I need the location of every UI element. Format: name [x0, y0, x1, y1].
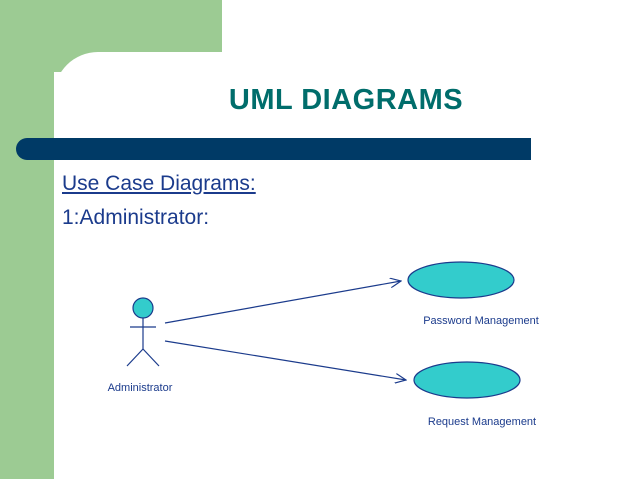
actor-stick-figure	[126, 297, 160, 367]
actor-left-leg	[126, 348, 144, 367]
use-case-label-password: Password Management	[423, 315, 539, 327]
use-case-label-request: Request Management	[428, 416, 536, 428]
decorative-green-stripe	[0, 0, 54, 479]
actor-label: Administrator	[108, 382, 173, 394]
use-case-password-management	[407, 261, 515, 299]
slide-title: UML DIAGRAMS	[228, 84, 464, 116]
actor-right-leg	[142, 348, 160, 367]
association-arrow-password	[164, 281, 401, 324]
use-case-request-management	[413, 361, 521, 399]
content-panel	[54, 52, 638, 479]
actor-head	[132, 297, 154, 319]
title-underline-bar	[16, 138, 531, 160]
bullet-use-case-diagrams: Use Case Diagrams:	[62, 172, 256, 195]
association-arrow-request	[164, 340, 406, 380]
bullet-administrator: 1:Administrator:	[62, 206, 210, 229]
